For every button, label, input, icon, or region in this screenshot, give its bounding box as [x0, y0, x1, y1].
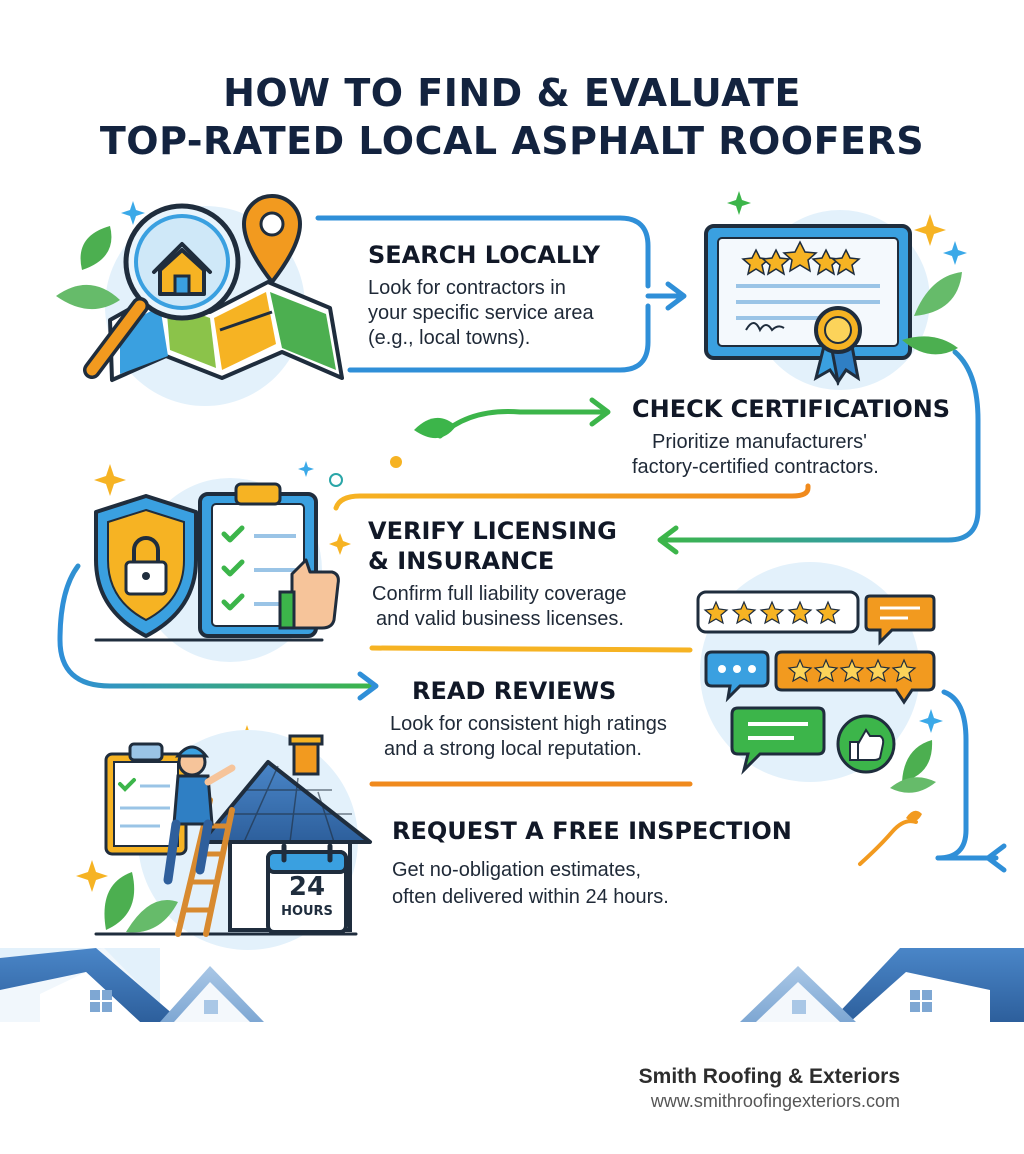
certificate-icon-graphic: [704, 210, 962, 390]
step-4-desc-line-2: and a strong local reputation.: [384, 738, 642, 760]
reviews-icon-graphic: [696, 562, 936, 793]
step-2-desc-line-2: factory-certified contractors.: [632, 456, 879, 478]
step-2-desc-line-1: Prioritize manufacturers': [652, 431, 867, 453]
page-title-line-1: HOW TO FIND & EVALUATE: [223, 71, 801, 115]
step-3-desc-line-2: and valid business licenses.: [376, 608, 624, 630]
step-4-title: READ REVIEWS: [412, 677, 617, 705]
shield-checklist-icon-graphic: [94, 478, 340, 662]
step-3-title: VERIFY LICENSING: [368, 517, 617, 545]
bottom-houses-decoration: [0, 948, 1024, 1022]
step-5-title: REQUEST A FREE INSPECTION: [392, 817, 792, 845]
step-5-desc-line-1: Get no-obligation estimates,: [392, 859, 642, 881]
step-1-title: SEARCH LOCALLY: [368, 241, 601, 269]
step-3-desc-line-1: Confirm full liability coverage: [372, 583, 627, 605]
step-2-title: CHECK CERTIFICATIONS: [632, 395, 951, 423]
calendar-number: 24: [288, 872, 326, 902]
step-1-desc-line-2: your specific service area: [368, 302, 594, 324]
page-title-line-2: TOP-RATED LOCAL ASPHALT ROOFERS: [99, 119, 925, 163]
step-5-desc-line-2: often delivered within 24 hours.: [392, 886, 669, 908]
step-1-desc-line-1: Look for contractors in: [368, 277, 566, 299]
step-3-title-line-2: & INSURANCE: [368, 547, 555, 575]
step-1-desc-line-3: (e.g., local towns).: [368, 327, 531, 349]
company-name: Smith Roofing & Exteriors: [638, 1065, 900, 1088]
roof-inspection-icon-graphic: [94, 730, 372, 950]
map-search-icon-graphic: [56, 194, 344, 406]
calendar-label: HOURS: [281, 904, 333, 919]
company-url[interactable]: www.smithroofingexteriors.com: [650, 1091, 900, 1111]
step-4-desc-line-1: Look for consistent high ratings: [390, 713, 667, 735]
